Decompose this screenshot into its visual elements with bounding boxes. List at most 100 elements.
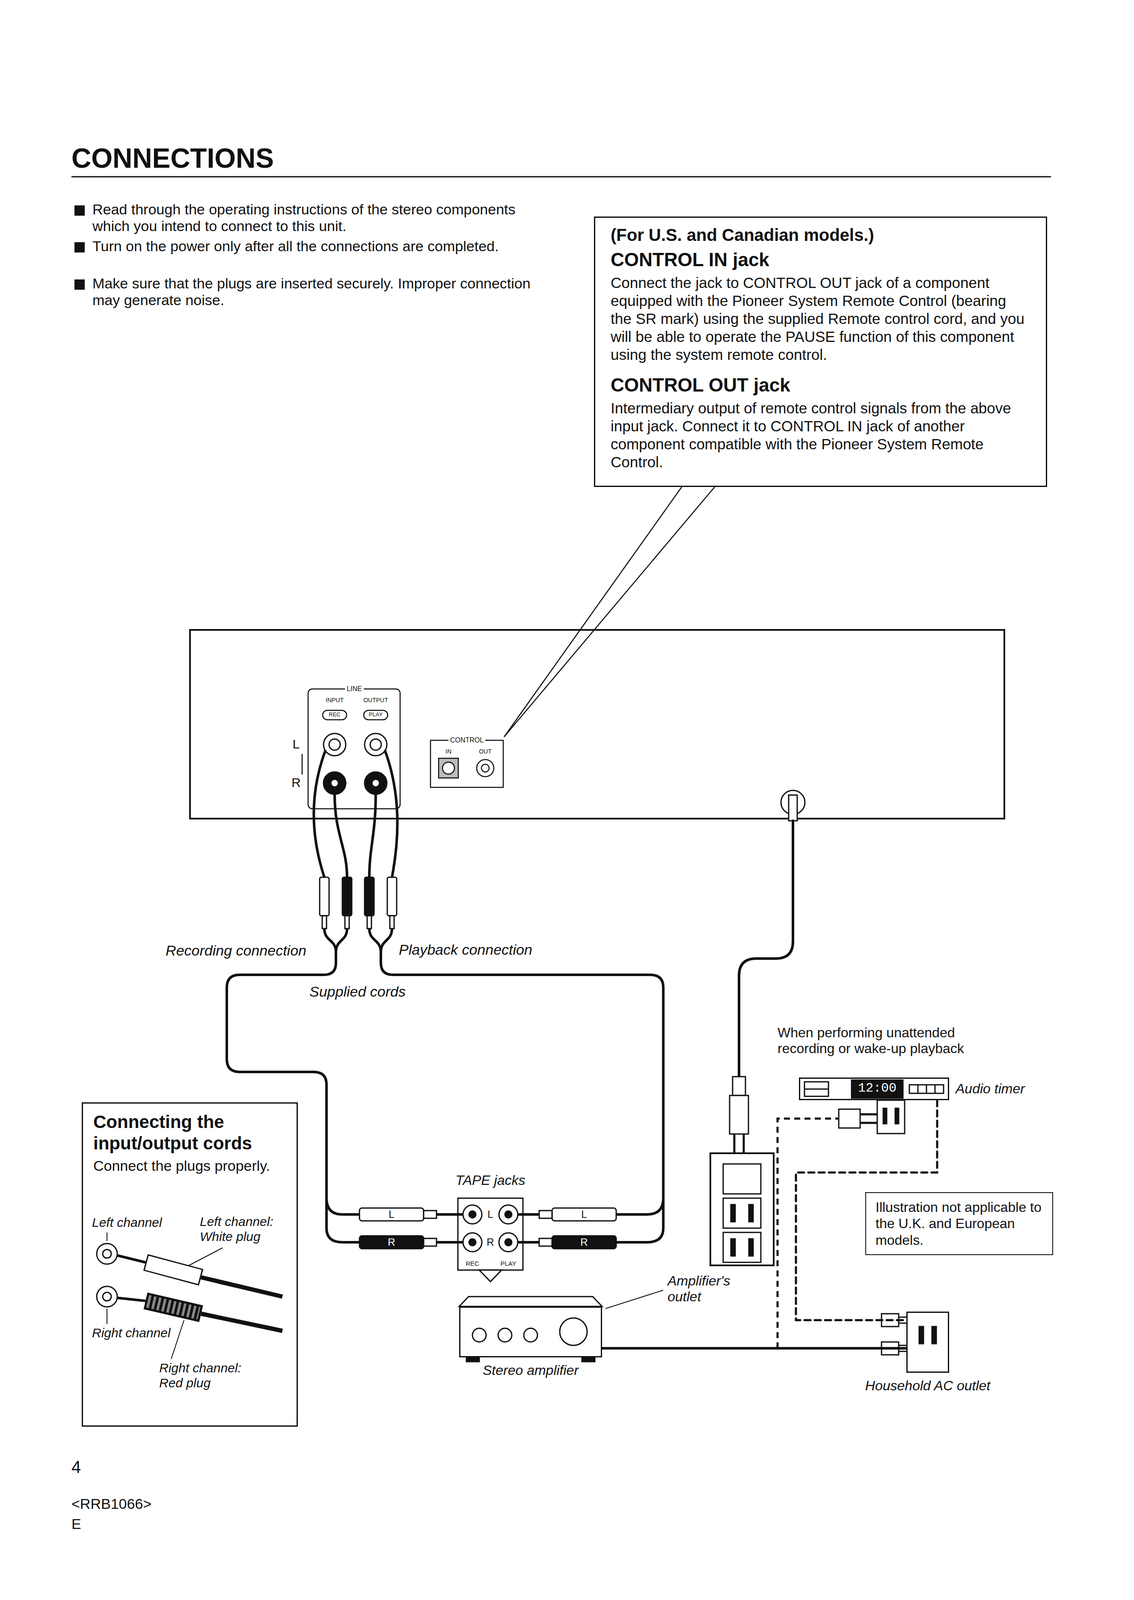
- instruction-bullet: Turn on the power only after all the con…: [92, 237, 534, 255]
- jack-label: PLAY: [500, 1259, 517, 1268]
- amplifier-front: [459, 1296, 603, 1362]
- panel-label: IN: [445, 748, 452, 755]
- line-jack-panel: [308, 688, 401, 809]
- line-jack: [323, 771, 346, 795]
- rca-plug: [539, 1210, 553, 1219]
- channel-label: R: [291, 775, 301, 791]
- plug-detail: [96, 1286, 118, 1307]
- node-text: CONTROL OUT jack: [610, 374, 1031, 397]
- timer-front: [804, 1088, 829, 1090]
- line-jack: [370, 739, 382, 751]
- callout-pointer: [504, 486, 715, 737]
- control-jack-panel: [476, 759, 494, 777]
- switched-cord: [777, 1118, 839, 1349]
- wall-plug: [919, 1326, 924, 1344]
- timer-socket: [860, 1122, 878, 1125]
- control-jack-panel: [442, 762, 455, 775]
- plug-detail: [146, 1262, 200, 1277]
- amplifier-outlet-strip: [723, 1232, 761, 1263]
- instruction-bullet: Make sure that the plugs are inserted se…: [92, 275, 534, 309]
- timer-socket: [883, 1108, 887, 1124]
- panel-label: LINE: [344, 685, 364, 693]
- tape-jack-panel: [457, 1198, 523, 1271]
- bullet-square: [74, 242, 85, 253]
- plug-label: L: [581, 1208, 587, 1221]
- power-plug: [729, 1095, 749, 1134]
- rca-plug: [423, 1210, 437, 1219]
- node-text: Intermediary output of remote control si…: [610, 399, 1031, 472]
- rca-plug: [389, 915, 395, 929]
- panel-label: INPUT: [325, 696, 344, 704]
- plug-detail: [102, 1249, 112, 1259]
- rca-cord: [380, 952, 664, 1199]
- tape-jack-panel: [463, 1232, 482, 1252]
- document-code: <RRB1066>: [71, 1495, 152, 1513]
- line-jack-panel: [363, 710, 388, 720]
- plug-detail: [117, 1297, 146, 1301]
- node-text: CONTROL IN jack: [610, 248, 1031, 272]
- switched-cord: [777, 1118, 839, 1349]
- rca-plug: [319, 877, 330, 916]
- line-jack: [364, 733, 387, 756]
- node-heading: Stereo amplifier: [482, 1362, 579, 1379]
- amplifier-outlet-strip: [748, 1204, 754, 1222]
- plug-detail: [102, 1292, 112, 1301]
- line-jack-panel: [322, 710, 347, 720]
- control-jack-panel: [438, 758, 459, 778]
- leader-line: [106, 1232, 108, 1241]
- node-heading: Audio timer: [955, 1080, 1025, 1097]
- plug-detail: [201, 1313, 283, 1331]
- plug-label: R: [580, 1236, 588, 1249]
- amplifier-front: [523, 1328, 538, 1342]
- tape-jack-panel: [469, 1238, 476, 1246]
- tape-jack-panel: [504, 1238, 512, 1246]
- timer-front: [851, 1080, 903, 1099]
- rca-plug: [436, 1240, 464, 1244]
- page-title: CONNECTIONS: [71, 142, 274, 175]
- power-plug: [732, 1076, 746, 1096]
- wall-plug: [932, 1326, 937, 1344]
- node-heading: Illustration not applicable to the U.K. …: [875, 1199, 1043, 1249]
- line-jack: [329, 739, 341, 751]
- rca-cord: [324, 928, 336, 953]
- rca-plug: [359, 1208, 424, 1221]
- control-jack-panel: [430, 740, 504, 788]
- timer-front: [917, 1084, 919, 1094]
- rca-plug: [436, 1213, 464, 1216]
- amplifier-front: [466, 1357, 480, 1362]
- jack-label: REC: [465, 1259, 480, 1268]
- rca-cord: [326, 1198, 360, 1215]
- title-rule: [71, 176, 1051, 178]
- part-caption: Left channel: White plug: [199, 1214, 294, 1244]
- control-jack-panel: [481, 764, 490, 772]
- amplifier-front: [581, 1357, 595, 1362]
- amplifier-outlet-strip: [710, 1153, 774, 1266]
- power-grommet: [788, 795, 798, 821]
- leader-line: [605, 1290, 664, 1309]
- line-jack: [371, 779, 380, 787]
- rca-plug: [359, 1235, 424, 1249]
- rca-cord: [385, 751, 398, 878]
- note-box: Illustration not applicable to the U.K. …: [865, 1192, 1054, 1256]
- instruction-bullet: Read through the operating instructions …: [92, 201, 534, 235]
- jack-caption: TAPE jacks: [455, 1172, 526, 1189]
- plug-detail: [145, 1262, 202, 1278]
- rca-plug: [344, 915, 350, 929]
- timer-socket: [895, 1108, 899, 1124]
- ac-outlet: Household AC outlet: [906, 1311, 950, 1373]
- plug-detail: [147, 1301, 199, 1314]
- plug-detail: [201, 1277, 283, 1297]
- plug-detail: [117, 1255, 146, 1263]
- amplifier-front: [472, 1328, 487, 1342]
- leader-line: [106, 1232, 664, 1360]
- callout-box: (For U.S. and Canadian models.)CONTROL I…: [593, 216, 1048, 487]
- panel-label: OUTPUT: [363, 696, 389, 704]
- plug-detail: [145, 1300, 202, 1314]
- node-text: Connect the jack to CONTROL OUT jack of …: [610, 273, 1031, 364]
- page-number: 4: [71, 1457, 81, 1477]
- tape-jack-panel: [463, 1205, 482, 1224]
- rca-cord: [226, 751, 664, 1243]
- timer-front: [926, 1084, 928, 1094]
- timer-socket: [838, 1100, 905, 1134]
- wall-plug: [898, 1322, 907, 1324]
